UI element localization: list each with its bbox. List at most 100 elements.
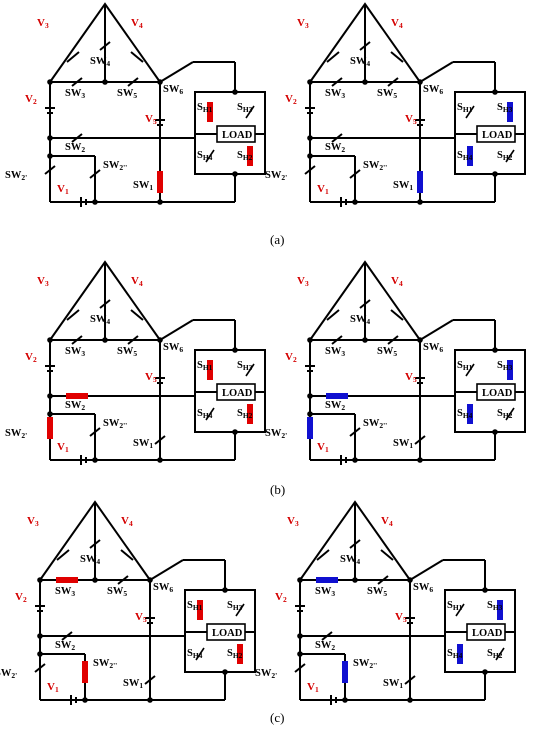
junction-dot	[307, 393, 313, 399]
label-sh3: SH3	[237, 360, 253, 372]
junction-dot	[307, 411, 313, 417]
caption-c: (c)	[270, 710, 284, 725]
junction-dot	[92, 577, 98, 583]
switch-sw5	[127, 77, 139, 87]
switch-sh4	[205, 149, 215, 163]
junction-dot	[307, 135, 313, 141]
label-sw2p: SW2'	[255, 668, 277, 680]
junction-dot	[82, 697, 88, 703]
v4-source	[130, 51, 144, 63]
label-sw2p: SW2'	[5, 428, 27, 440]
label-sw2p: SW2'	[265, 170, 287, 182]
label-sh1: SH1	[197, 102, 213, 114]
v3-source	[326, 309, 340, 321]
label-sw2pp: SW2''	[93, 658, 117, 670]
switch-sw2p	[34, 663, 46, 673]
junction-dot	[307, 153, 313, 159]
junction-dot	[147, 697, 153, 703]
label-v4: V4	[381, 515, 393, 528]
switch-sh4-active	[467, 404, 473, 424]
label-sw4: SW4	[340, 554, 360, 566]
junction-dot	[102, 79, 108, 85]
switch-sh3-active	[497, 600, 503, 620]
label-sh3: SH3	[227, 600, 243, 612]
junction-dot	[352, 457, 358, 463]
junction-dot	[47, 79, 53, 85]
label-sw3: SW3	[325, 346, 345, 358]
label-sw5: SW5	[377, 346, 397, 358]
switch-sh4-active	[457, 644, 463, 664]
switch-sw2-active	[326, 393, 348, 399]
label-v1: V1	[57, 441, 69, 454]
switch-sh1-active	[197, 600, 203, 620]
label-sh3: SH3	[487, 600, 503, 612]
v3-source	[66, 309, 80, 321]
label-sh4: SH4	[447, 648, 463, 660]
switch-sh2	[495, 647, 505, 661]
label-sh1: SH1	[457, 102, 473, 114]
switch-sh3	[245, 105, 255, 119]
junction-dot	[232, 429, 238, 435]
junction-dot	[37, 633, 43, 639]
switch-sh1-active	[207, 102, 213, 122]
switch-sw1-active	[417, 171, 423, 193]
junction-dot	[232, 171, 238, 177]
switch-sh2-active	[247, 146, 253, 166]
label-sh2: SH2	[497, 408, 513, 420]
junction-dot	[147, 577, 153, 583]
label-sw2: SW2	[65, 142, 85, 154]
label-sh1: SH1	[197, 360, 213, 372]
label-sw1: SW1	[383, 678, 403, 690]
switch-sh4-active	[467, 146, 473, 166]
load-label: LOAD	[212, 628, 243, 639]
switch-sw2p	[304, 165, 316, 175]
label-v2: V2	[15, 591, 27, 604]
load-label: LOAD	[222, 388, 253, 399]
label-v2: V2	[275, 591, 287, 604]
junction-dot	[232, 89, 238, 95]
switch-sw1-active	[157, 171, 163, 193]
switch-sw3	[331, 335, 343, 345]
switch-sh3	[235, 603, 245, 617]
switch-sh1-active	[207, 360, 213, 380]
switch-sw2p	[294, 663, 306, 673]
caption-b: (b)	[270, 482, 285, 497]
switch-sw3	[71, 77, 83, 87]
junction-dot	[297, 577, 303, 583]
label-sh4: SH4	[457, 408, 473, 420]
label-sh4: SH4	[187, 648, 203, 660]
switch-sw2pp	[349, 169, 361, 179]
circuit-wiring	[49, 261, 266, 461]
junction-dot	[417, 199, 423, 205]
label-sh4: SH4	[197, 150, 213, 162]
label-v4: V4	[131, 275, 143, 288]
v4-source	[130, 309, 144, 321]
junction-dot	[352, 577, 358, 583]
switch-sw2	[61, 631, 73, 641]
label-sw2: SW2	[65, 400, 85, 412]
label-sh3: SH3	[497, 360, 513, 372]
label-v5: V5	[405, 371, 417, 384]
junction-dot	[492, 429, 498, 435]
switch-sh1	[465, 105, 475, 119]
label-sw2p: SW2'	[5, 170, 27, 182]
circuit-panel-c-left: V3V4V2V5V1SW4SW3SW5SW6SW2SW2'SW2''SW1SH1…	[0, 501, 256, 705]
switch-sh3-active	[507, 102, 513, 122]
label-sh1: SH1	[187, 600, 203, 612]
label-v4: V4	[391, 17, 403, 30]
label-v2: V2	[285, 93, 297, 106]
switch-sw5	[387, 77, 399, 87]
label-sw5: SW5	[107, 586, 127, 598]
label-sw2pp: SW2''	[363, 418, 387, 430]
label-sw2pp: SW2''	[363, 160, 387, 172]
label-sw5: SW5	[117, 88, 137, 100]
switch-sw1	[154, 435, 166, 445]
junction-dot	[47, 153, 53, 159]
label-v4: V4	[131, 17, 143, 30]
label-v2: V2	[25, 351, 37, 364]
label-v3: V3	[37, 17, 49, 30]
junction-dot	[362, 79, 368, 85]
label-sw6: SW6	[423, 342, 443, 354]
label-sw4: SW4	[90, 314, 110, 326]
label-sh2: SH2	[487, 648, 503, 660]
